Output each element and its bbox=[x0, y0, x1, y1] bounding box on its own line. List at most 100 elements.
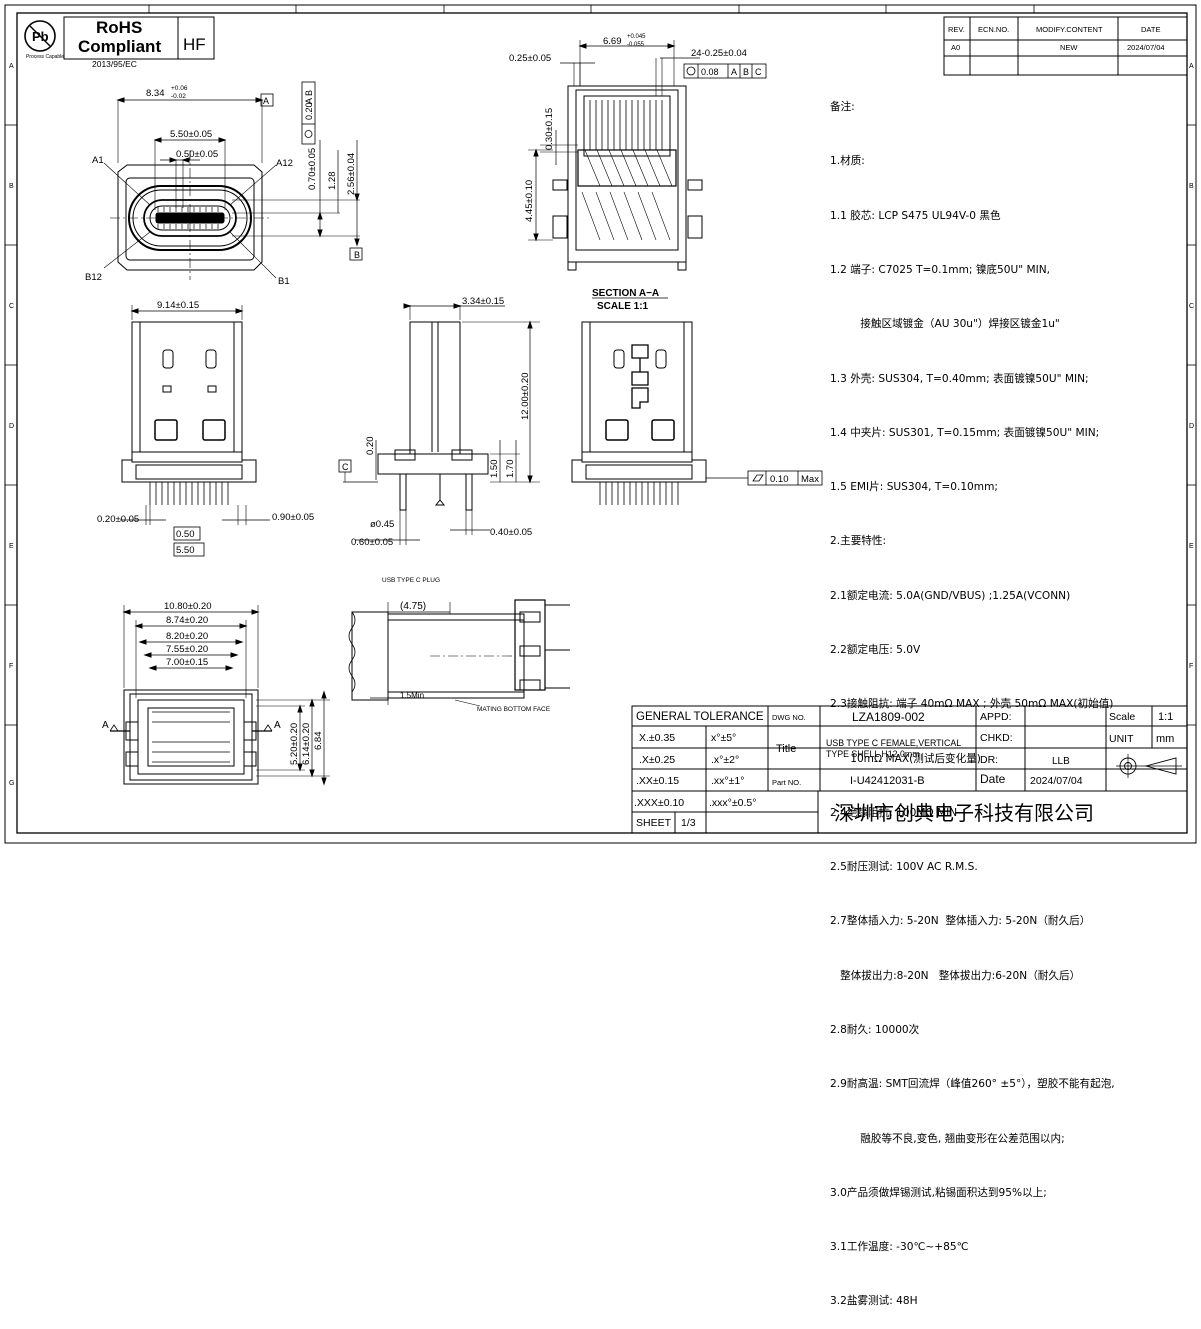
rev-col-content: MODIFY.CONTENT bbox=[1036, 25, 1103, 34]
rohs-badge: Pb Process Capable RoHS Compliant 2013/9… bbox=[24, 16, 215, 69]
plug-dim-475: (4.75) bbox=[400, 601, 426, 612]
scale-value: 1:1 bbox=[1158, 711, 1173, 723]
scale-label: Scale bbox=[1109, 711, 1135, 723]
dim-1.28: 1.28 bbox=[327, 172, 338, 191]
rev-col-ecn: ECN.NO. bbox=[978, 25, 1009, 34]
chkd-label: CHKD: bbox=[980, 732, 1013, 744]
side-view-labels: 3.34±0.15 12.00±0.20 1.50 1.70 0.20 C ø0… bbox=[342, 296, 532, 548]
front-view bbox=[103, 81, 363, 280]
dim-inner-width: 5.50±0.05 bbox=[170, 129, 212, 140]
note-line: 2.9耐高温: SMT回流焊（峰值260° ±5°），塑胶不能有起泡, bbox=[830, 1078, 1115, 1091]
drawing-canvas: A B C D E F G A B C D E F Pb Process Cap… bbox=[4, 4, 1197, 844]
dim-top-445: 4.45±0.10 bbox=[524, 180, 535, 222]
pin-b1-label: B1 bbox=[278, 276, 290, 287]
flatness-value: 0.10 bbox=[770, 474, 789, 485]
dim-020-vert: 0.20 bbox=[365, 437, 376, 456]
note-line: 2.5耐压测试: 100V AC R.M.S. bbox=[830, 861, 978, 874]
date-label: Date bbox=[980, 772, 1006, 786]
pin-b12-label: B12 bbox=[85, 272, 102, 283]
dim-150: 1.50 bbox=[489, 460, 500, 479]
note-line: 1.4 中夹片: SUS301, T=0.15mm; 表面镀镍50U" MIN; bbox=[830, 426, 1100, 439]
dim-side-thk: 3.34±0.15 bbox=[462, 296, 504, 307]
dwg-no-value: LZA1809-002 bbox=[852, 710, 925, 724]
dim-pcb-820: 8.20±0.20 bbox=[166, 631, 208, 642]
tol-angle-x: x°±5° bbox=[711, 732, 736, 744]
pin-a1-label: A1 bbox=[92, 155, 104, 166]
revision-table: REV. ECN.NO. MODIFY.CONTENT DATE A0 NEW … bbox=[943, 16, 1188, 76]
rev-content: NEW bbox=[1060, 43, 1078, 52]
dim-contact-pitch: 0.50±0.05 bbox=[176, 149, 218, 160]
dim-front-width-dn: -0.02 bbox=[171, 93, 186, 100]
note-line: 1.3 外壳: SUS304, T=0.40mm; 表面镀镍50U" MIN; bbox=[830, 372, 1089, 385]
dim-top-669-up: +0.045 bbox=[627, 34, 646, 40]
zone-row-c-right: C bbox=[1189, 303, 1194, 310]
fcf-top-value: 0.08 bbox=[701, 67, 719, 77]
tol-linear-2: .XX±0.15 bbox=[636, 775, 679, 787]
dim-pcb-1080: 10.80±0.20 bbox=[164, 601, 211, 612]
rear-view bbox=[120, 305, 270, 557]
note-line: 1.5 EMI片: SUS304, T=0.10mm; bbox=[830, 481, 999, 494]
dim-090: 0.90±0.05 bbox=[272, 512, 314, 523]
pin-a12-label: A12 bbox=[276, 158, 293, 169]
rear-view-labels: 9.14±0.15 0.20±0.05 0.90±0.05 0.50 5.50 bbox=[97, 300, 314, 556]
note-line: 1.材质: bbox=[830, 155, 865, 168]
fcf-top-ref-a: A bbox=[731, 67, 737, 77]
zone-row-b: B bbox=[9, 183, 14, 190]
tol-angle-1: .x°±2° bbox=[711, 754, 739, 766]
rev-col-date: DATE bbox=[1141, 25, 1160, 34]
note-line: 融胶等不良,变色, 翘曲变形在公差范围以内; bbox=[830, 1132, 1065, 1145]
dim-0.70: 0.70±0.05 bbox=[307, 148, 318, 190]
title-block bbox=[631, 705, 1188, 834]
inner-border bbox=[16, 12, 1188, 834]
title-label: Title bbox=[776, 743, 796, 755]
dim-pcb-614: 6.14±0.20 bbox=[301, 723, 312, 765]
rohs-directive: 2013/95/EC bbox=[92, 59, 137, 69]
zone-row-f-right: F bbox=[1189, 663, 1193, 670]
zone-row-g: G bbox=[9, 780, 14, 787]
dim-front-width-up: +0.06 bbox=[171, 85, 188, 92]
note-line: 2.主要特性: bbox=[830, 535, 887, 548]
zone-row-e: E bbox=[9, 543, 14, 550]
note-line: 2.7整体插入力: 5-20N 整体插入力: 5-20N（耐久后） bbox=[830, 915, 1091, 928]
note-line: 2.3接触阻抗: 端子 40mΩ MAX ; 外壳 50mΩ MAX(初始值) bbox=[830, 698, 1114, 711]
hf-mark: HF bbox=[183, 35, 206, 54]
datum-b-front: B bbox=[354, 250, 360, 260]
note-line: 3.1工作温度: -30℃~+85℃ bbox=[830, 1241, 969, 1254]
side-view bbox=[338, 303, 540, 545]
plug-mating-face: MATING BOTTOM FACE bbox=[477, 706, 551, 713]
pb-symbol: Pb bbox=[32, 29, 49, 44]
part-no-value: I-U42412031-B bbox=[850, 775, 925, 787]
pcb-view-labels: 10.80±0.20 8.74±0.20 8.20±0.20 7.55±0.20… bbox=[102, 601, 324, 765]
zone-labels: A B C D E F G A B C D E F bbox=[9, 63, 1194, 787]
part-no-label: Part NO. bbox=[772, 778, 801, 787]
section-marker-a-left: A bbox=[102, 720, 109, 731]
dim-phi045: ø0.45 bbox=[370, 519, 394, 530]
zone-row-d: D bbox=[9, 423, 14, 430]
company-name: 深圳市创典电子科技有限公司 bbox=[834, 801, 1094, 825]
zone-row-e-right: E bbox=[1189, 543, 1194, 550]
plug-view-labels: USB TYPE C PLUG (4.75) 1.5Min MATING BOT… bbox=[382, 577, 551, 713]
dim-pcb-520: 5.20±0.20 bbox=[289, 723, 300, 765]
rohs-title: RoHS bbox=[96, 18, 142, 37]
title-line-2: TYPE SHELL H12.0mm bbox=[826, 749, 920, 759]
dr-label: DR: bbox=[980, 754, 998, 766]
note-line: 备注: bbox=[830, 101, 855, 114]
zone-row-a: A bbox=[9, 63, 14, 70]
tol-linear-1: .X±0.25 bbox=[639, 754, 675, 766]
front-view-labels: 8.34 +0.06 -0.02 A 5.50±0.05 0.50±0.05 A… bbox=[85, 85, 360, 287]
section-scale: SCALE 1:1 bbox=[597, 301, 649, 312]
unit-value: mm bbox=[1156, 733, 1174, 745]
note-line: 3.0产品须做焊锡测试,粘锡面积达到95%以上; bbox=[830, 1186, 1047, 1199]
dim-060: 0.60±0.05 bbox=[351, 537, 393, 548]
pcb-bottom-view bbox=[109, 605, 330, 786]
fcf-front-value: 0.20 bbox=[304, 102, 314, 120]
dim-top-669: 6.69 bbox=[603, 36, 622, 47]
tol-linear-x: X.±0.35 bbox=[639, 732, 675, 744]
top-view-labels: 6.69 +0.045 -0.055 24-0.25±0.04 0.08 A B… bbox=[509, 34, 762, 222]
tol-linear-3: .XXX±0.10 bbox=[634, 797, 684, 809]
note-line: 1.2 端子: C7025 T=0.1mm; 镍底50U" MIN, bbox=[830, 264, 1051, 277]
dim-550-box: 5.50 bbox=[176, 545, 195, 556]
dr-value: LLB bbox=[1052, 756, 1070, 767]
dim-top-030: 0.30±0.15 bbox=[544, 108, 555, 150]
note-line: 接触区域镀金（AU 30u"）焊接区镀金1u" bbox=[830, 318, 1060, 331]
